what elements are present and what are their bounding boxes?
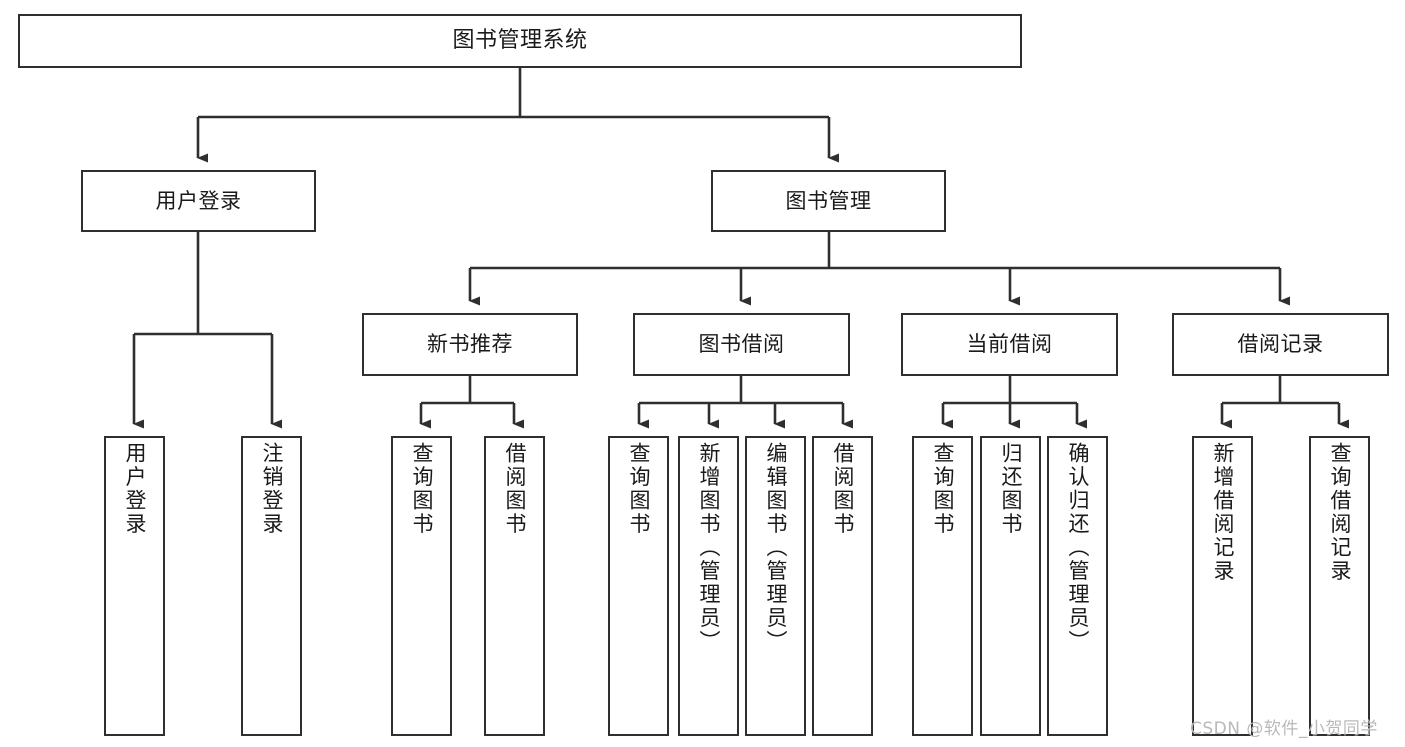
node-leaf-query-book-borrow-label: 查询图书	[627, 442, 651, 536]
node-leaf-confirm-return-admin[interactable]: 确认归还（管理员）	[1047, 436, 1108, 736]
node-leaf-add-book-admin[interactable]: 新增图书（管理员）	[678, 436, 739, 736]
node-book-borrow[interactable]: 图书借阅	[633, 313, 850, 376]
node-leaf-borrow-book-rec-label: 借阅图书	[503, 442, 527, 536]
node-borrow-record-label: 借阅记录	[1237, 332, 1324, 357]
node-leaf-query-book-current[interactable]: 查询图书	[912, 436, 973, 736]
node-leaf-borrow-book[interactable]: 借阅图书	[812, 436, 873, 736]
node-leaf-logout-label: 注销登录	[260, 442, 284, 536]
node-leaf-add-borrow-record-label: 新增借阅记录	[1211, 442, 1235, 583]
node-leaf-return-book[interactable]: 归还图书	[980, 436, 1041, 736]
node-leaf-borrow-book-label: 借阅图书	[831, 442, 855, 536]
node-leaf-add-borrow-record[interactable]: 新增借阅记录	[1192, 436, 1253, 736]
node-leaf-query-book-borrow[interactable]: 查询图书	[608, 436, 669, 736]
node-leaf-return-book-label: 归还图书	[999, 442, 1023, 536]
node-book-borrow-label: 图书借阅	[698, 332, 785, 357]
node-leaf-query-borrow-record[interactable]: 查询借阅记录	[1309, 436, 1370, 736]
node-current-borrow-label: 当前借阅	[966, 332, 1053, 357]
node-leaf-user-login-label: 用户登录	[123, 442, 147, 536]
node-new-book-rec[interactable]: 新书推荐	[362, 313, 578, 376]
node-leaf-query-book-rec-label: 查询图书	[410, 442, 434, 536]
node-leaf-confirm-return-admin-label: 确认归还（管理员）	[1066, 442, 1090, 654]
node-current-borrow[interactable]: 当前借阅	[901, 313, 1118, 376]
node-book-manage[interactable]: 图书管理	[711, 170, 946, 232]
node-root-label: 图书管理系统	[452, 28, 588, 54]
node-leaf-query-book-current-label: 查询图书	[931, 442, 955, 536]
node-leaf-edit-book-admin-label: 编辑图书（管理员）	[764, 442, 788, 654]
node-borrow-record[interactable]: 借阅记录	[1172, 313, 1389, 376]
node-book-manage-label: 图书管理	[785, 188, 872, 213]
node-leaf-user-login[interactable]: 用户登录	[104, 436, 165, 736]
node-leaf-query-borrow-record-label: 查询借阅记录	[1328, 442, 1352, 583]
node-user-login-label: 用户登录	[155, 188, 242, 213]
node-leaf-borrow-book-rec[interactable]: 借阅图书	[484, 436, 545, 736]
node-user-login[interactable]: 用户登录	[81, 170, 316, 232]
node-leaf-add-book-admin-label: 新增图书（管理员）	[697, 442, 721, 654]
node-new-book-rec-label: 新书推荐	[427, 332, 513, 357]
node-root[interactable]: 图书管理系统	[18, 14, 1022, 68]
node-leaf-logout[interactable]: 注销登录	[241, 436, 302, 736]
watermark-text: CSDN @软件_小贺同学	[1190, 719, 1378, 739]
node-leaf-query-book-rec[interactable]: 查询图书	[391, 436, 452, 736]
node-leaf-edit-book-admin[interactable]: 编辑图书（管理员）	[745, 436, 806, 736]
